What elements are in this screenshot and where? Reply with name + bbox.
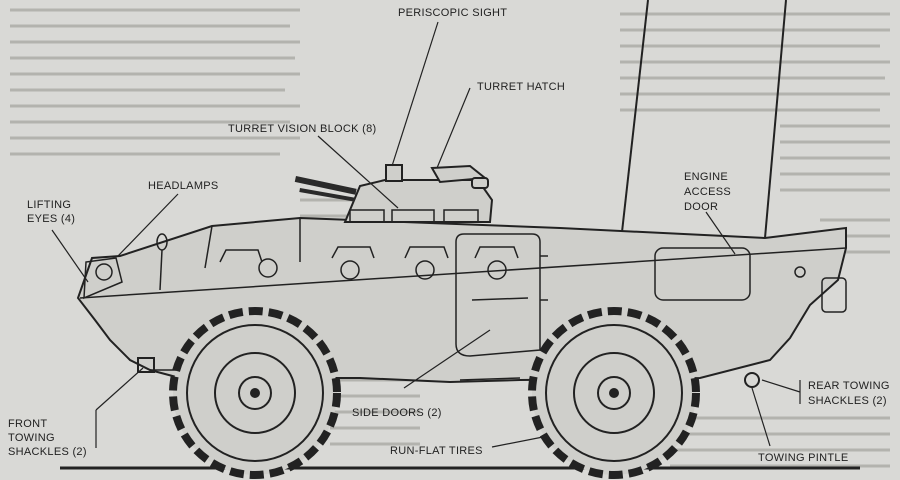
front-shackle-part	[137, 357, 155, 373]
rear-wheel	[528, 307, 700, 479]
label-lifting-eyes-line2: EYES (4)	[27, 213, 75, 225]
label-engine-access-door-line3: DOOR	[684, 201, 718, 213]
label-engine-access-door-line2: ACCESS	[684, 186, 731, 198]
label-turret-vision-block: TURRET VISION BLOCK (8)	[228, 123, 377, 135]
label-rear-towing-shackles-line1: REAR TOWING	[808, 380, 890, 392]
label-towing-pintle: TOWING PINTLE	[758, 452, 848, 464]
label-lifting-eyes-line1: LIFTING	[27, 199, 71, 211]
label-periscopic-sight: PERISCOPIC SIGHT	[398, 7, 507, 19]
leader-lines	[51, 21, 801, 448]
front-wheel	[169, 307, 341, 479]
label-run-flat-tires: RUN-FLAT TIRES	[390, 445, 483, 457]
label-turret-hatch: TURRET HATCH	[477, 81, 565, 93]
label-front-towing-shackles-line3: SHACKLES (2)	[8, 446, 87, 458]
towing-pintle-part	[744, 372, 760, 388]
label-engine-access-door-line1: ENGINE	[684, 171, 728, 183]
turret	[294, 164, 494, 223]
label-headlamps: HEADLAMPS	[148, 180, 219, 192]
antenna-rear	[764, 0, 787, 239]
label-front-towing-shackles-line1: FRONT	[8, 418, 47, 430]
label-side-doors: SIDE DOORS (2)	[352, 407, 442, 419]
label-front-towing-shackles-line2: TOWING	[8, 432, 55, 444]
label-rear-towing-shackles-line2: SHACKLES (2)	[808, 395, 887, 407]
antenna-front	[621, 0, 649, 233]
